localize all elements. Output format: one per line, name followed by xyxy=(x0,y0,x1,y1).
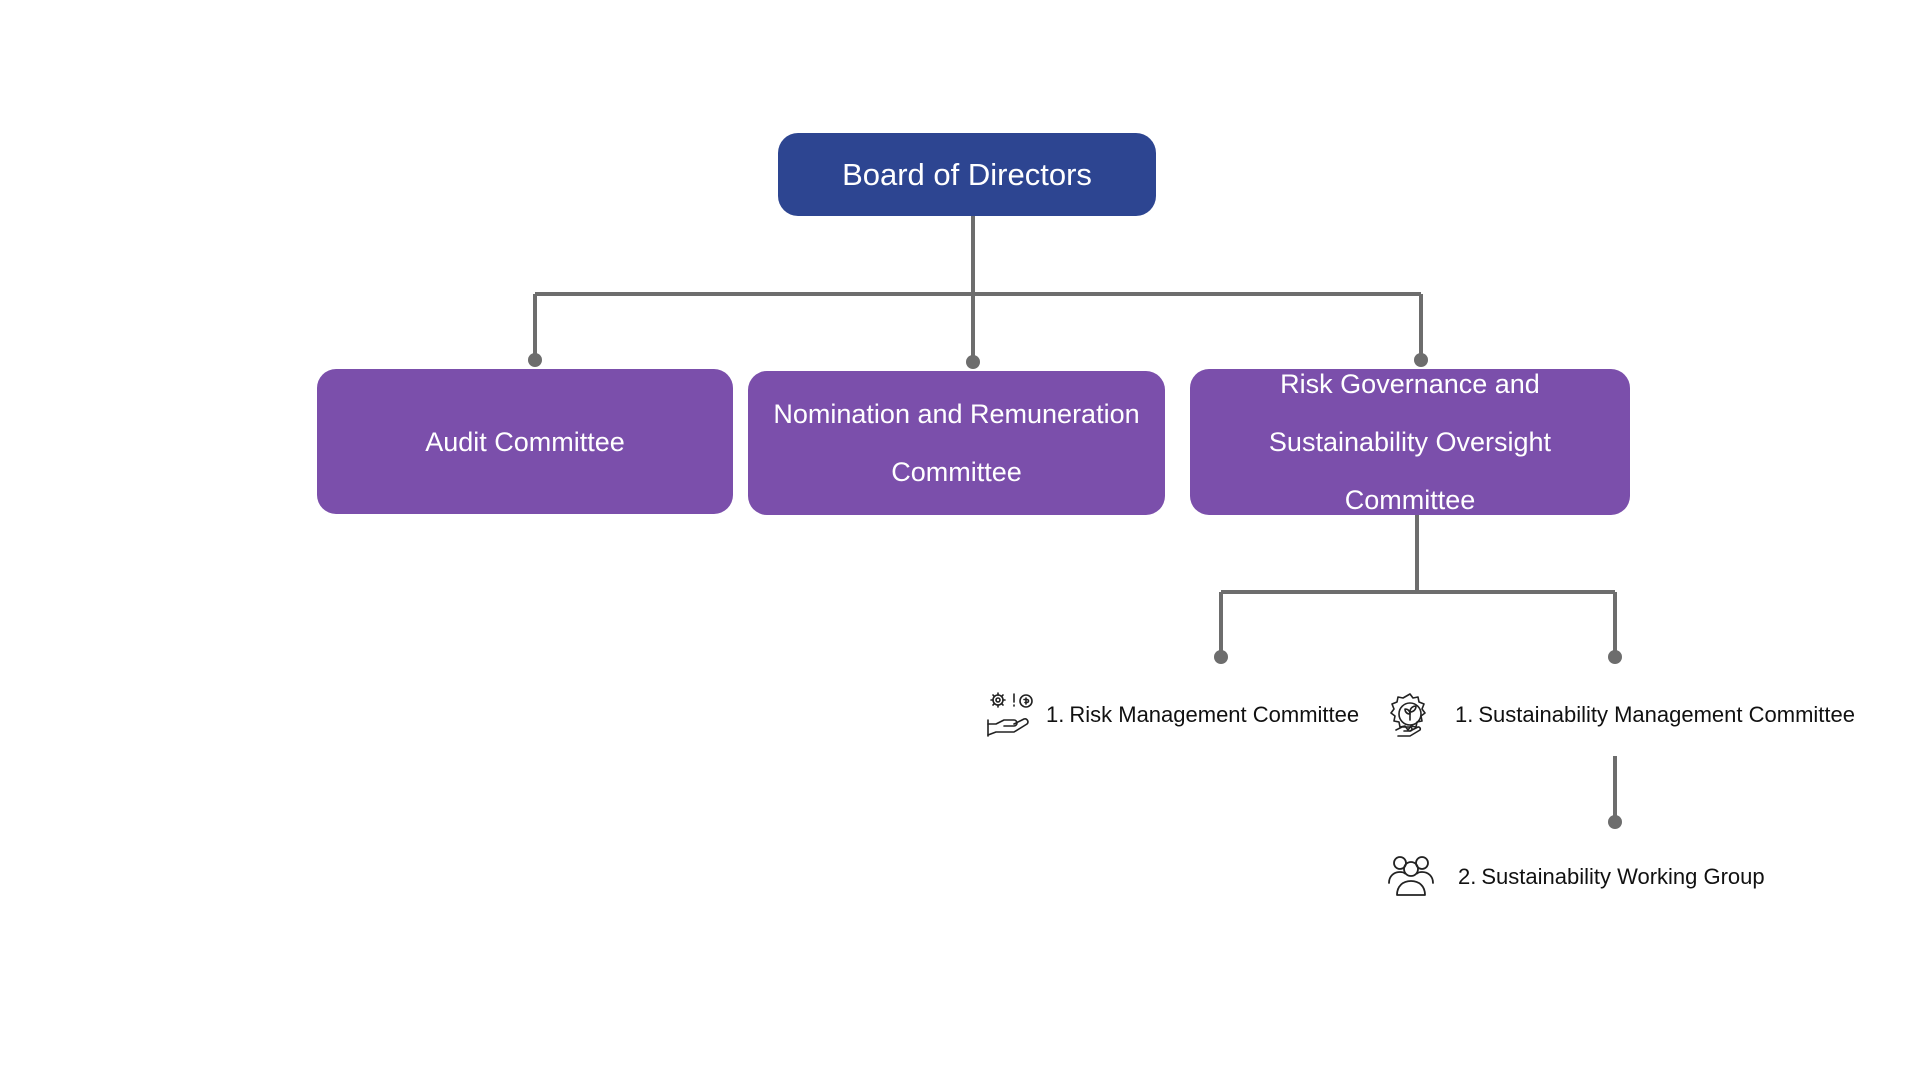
list-number: 2. xyxy=(1458,864,1477,889)
nomination-remuneration-committee-box: Nomination and Remuneration Committee xyxy=(748,371,1165,515)
risk-management-committee-label: Risk Management Committee xyxy=(1069,702,1360,727)
risk-management-icon xyxy=(984,688,1036,740)
sustainability-management-committee-item: 1. Sustainability Management Committee xyxy=(1455,700,1855,730)
connector-dot xyxy=(1214,650,1228,664)
nomination-remuneration-committee-label: Nomination and Remuneration Committee xyxy=(773,399,1140,487)
sustainability-management-committee-label: Sustainability Management Committee xyxy=(1478,702,1855,727)
list-number: 1. xyxy=(1046,702,1065,727)
connector-dot xyxy=(1608,650,1622,664)
sustainability-working-group-item: 2. Sustainability Working Group xyxy=(1458,862,1765,892)
list-number: 1. xyxy=(1455,702,1474,727)
board-of-directors-label: Board of Directors xyxy=(842,156,1092,192)
people-group-icon xyxy=(1385,849,1437,901)
connector-dot xyxy=(1608,815,1622,829)
sustainability-icon xyxy=(1384,690,1436,742)
connector-dot xyxy=(1414,353,1428,367)
connector-dot xyxy=(528,353,542,367)
risk-governance-committee-box: Risk Governance and Sustainability Overs… xyxy=(1190,369,1630,515)
risk-management-committee-item: 1. Risk Management Committee xyxy=(1046,700,1359,730)
connector-dot xyxy=(966,355,980,369)
audit-committee-box: Audit Committee xyxy=(317,369,733,514)
sustainability-working-group-label: Sustainability Working Group xyxy=(1481,864,1765,889)
board-of-directors-box: Board of Directors xyxy=(778,133,1156,216)
risk-governance-committee-label: Risk Governance and Sustainability Overs… xyxy=(1268,369,1552,515)
audit-committee-label: Audit Committee xyxy=(425,426,625,457)
